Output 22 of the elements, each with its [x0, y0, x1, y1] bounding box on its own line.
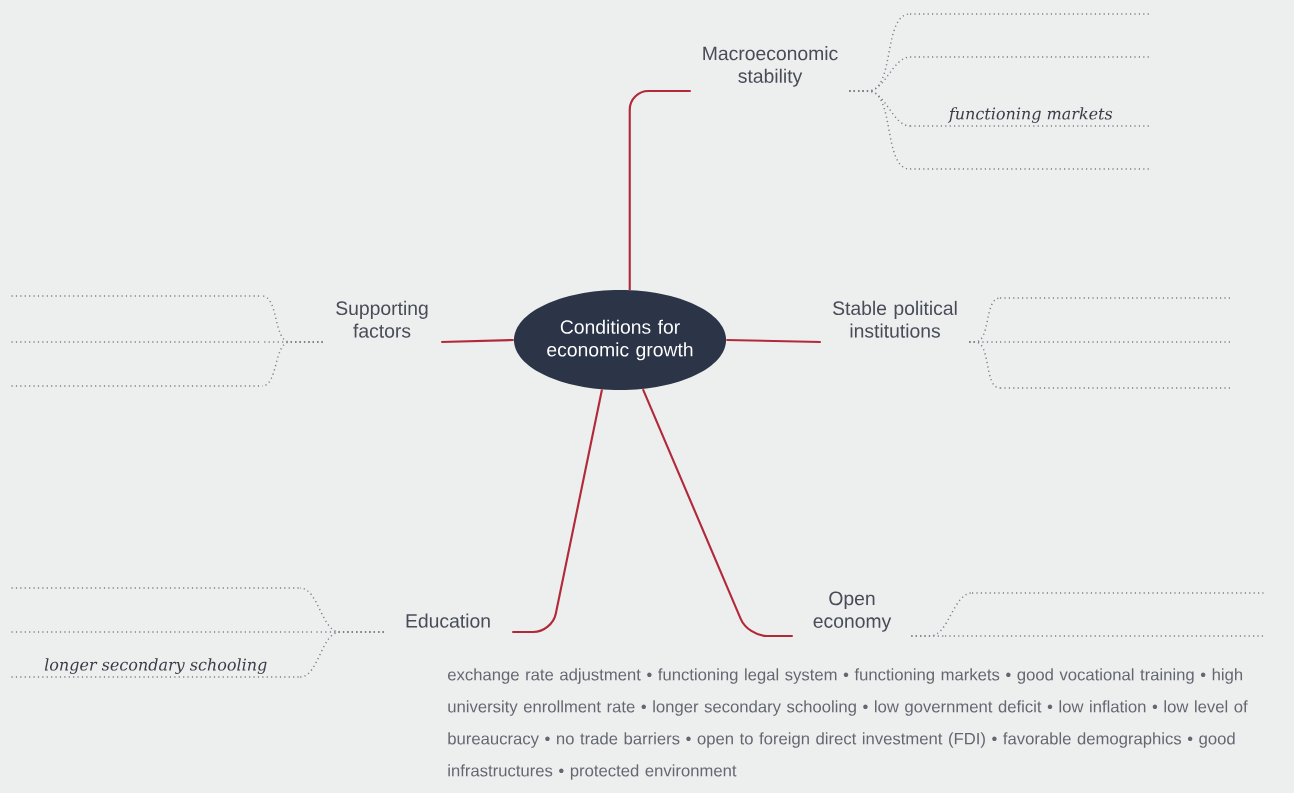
fill-in-line: functioning markets — [909, 107, 1153, 127]
connector-line — [910, 635, 946, 637]
connector-line — [726, 338, 821, 344]
fill-in-line — [999, 297, 1232, 299]
ellipse-node: Conditions for economic growth — [513, 290, 727, 390]
branch-label: Macroeconomic stability — [703, 46, 838, 87]
branch-label: Stable political institutions — [833, 300, 957, 338]
connector-line — [641, 388, 793, 638]
branch-label: Supporting factors — [336, 300, 428, 338]
fill-in-line — [971, 592, 1265, 594]
fill-in-line: longer secondary schooling — [10, 658, 301, 678]
connector-line — [628, 89, 691, 290]
branch-label: Education — [406, 613, 490, 628]
connector-line — [441, 338, 514, 344]
fill-in-line — [999, 341, 1232, 343]
fill-in-line — [999, 387, 1232, 389]
fill-in-line — [944, 635, 1265, 637]
note-text: exchange rate adjustment • functioning legal system • functioning markets • good vocational training • high university enrollment rate • longer secondary schooling • low government deficit • low inflation • low level of bureaucracy • no trade barriers • open to foreign direct investment (FDI) • favorable demographics • good infrastructures • protected environment — [448, 668, 1248, 780]
fill-in-line — [10, 587, 301, 589]
connector-line — [512, 389, 604, 634]
connector-line — [299, 631, 385, 678]
branch-label: Open economy — [813, 591, 892, 632]
